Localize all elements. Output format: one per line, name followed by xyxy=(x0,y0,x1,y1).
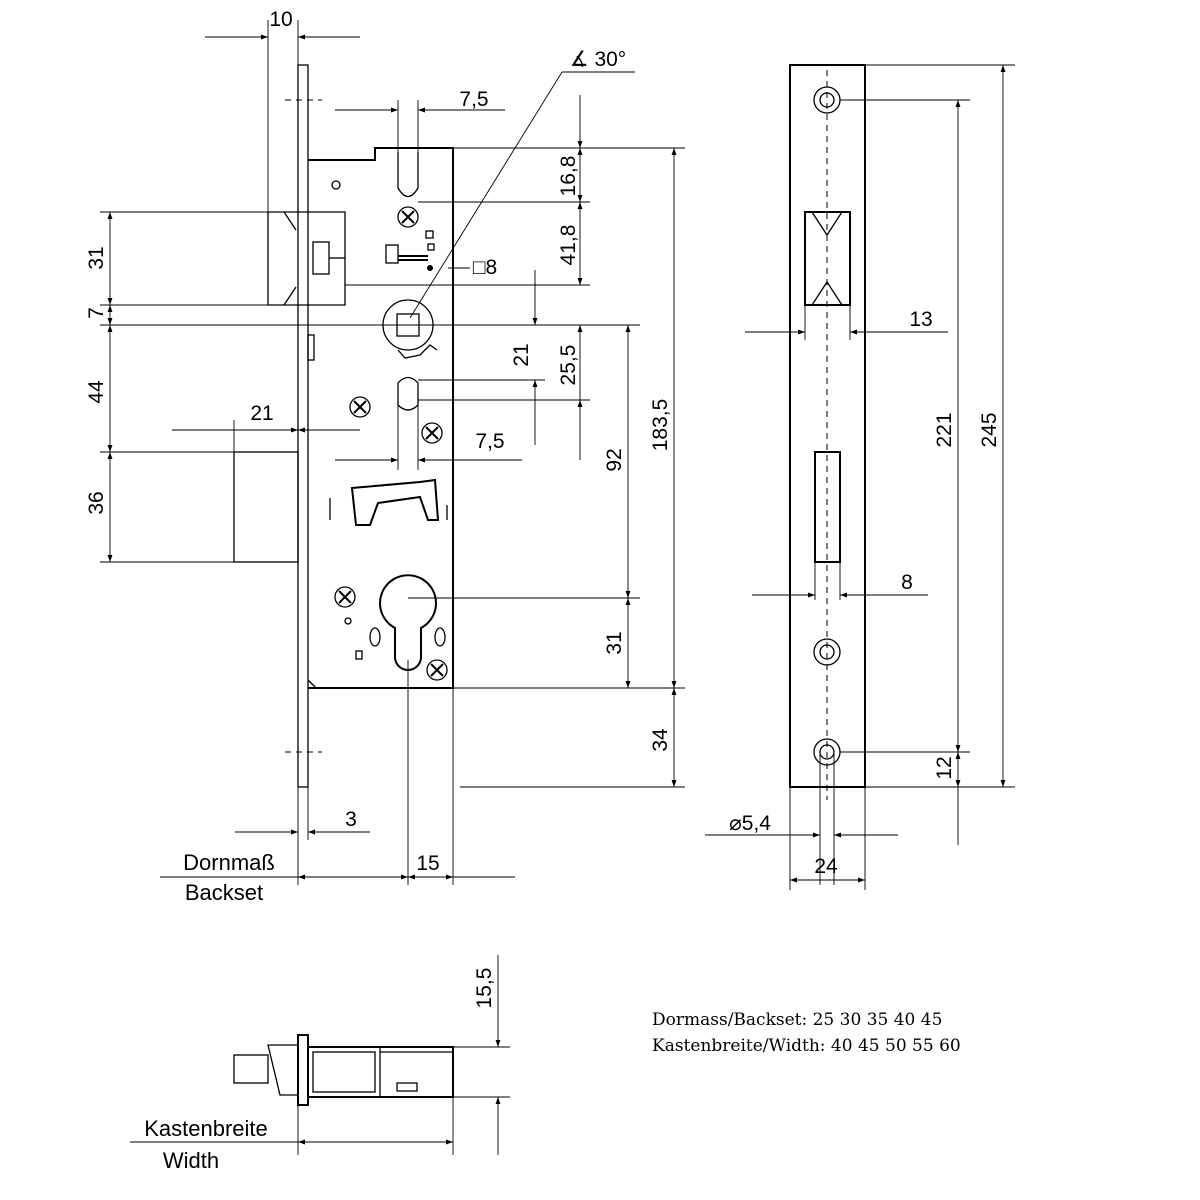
dim-10: 10 xyxy=(269,8,292,31)
dim-245: 245 xyxy=(978,412,1001,447)
dim-8: 8 xyxy=(901,571,913,594)
dimension-labels: 10 7,5 ∡ 30° 16,8 41,8 □8 21 25,5 183,5 … xyxy=(85,8,1001,1173)
dim-15: 15 xyxy=(416,852,439,875)
dim-36: 36 xyxy=(85,491,108,514)
faceplate xyxy=(297,64,309,788)
note-backset-options: Dormass/Backset: 25 30 35 40 45 xyxy=(652,1010,943,1030)
lock-case xyxy=(308,147,454,689)
latch-bolt xyxy=(267,211,346,306)
dim-21-vertical: 21 xyxy=(510,343,533,366)
dim-31-top: 31 xyxy=(85,246,108,269)
cylinder-cutout xyxy=(379,574,437,671)
dim-25-5: 25,5 xyxy=(557,345,580,386)
screw-icon xyxy=(349,396,371,418)
dim-3: 3 xyxy=(345,808,357,831)
dim-44: 44 xyxy=(85,380,108,404)
dim-24: 24 xyxy=(814,855,838,878)
dim-7: 7 xyxy=(85,307,108,319)
faceplate-view xyxy=(705,64,1015,890)
top-view xyxy=(130,955,510,1155)
label-dornmass: Dornmaß xyxy=(183,850,275,875)
follower-slot xyxy=(397,152,419,198)
dim-41-8: 41,8 xyxy=(557,225,580,266)
screw-icon xyxy=(334,586,356,608)
dim-31-bottom: 31 xyxy=(603,631,626,654)
label-kastenbreite: Kastenbreite xyxy=(144,1116,268,1141)
dim-221: 221 xyxy=(933,412,956,447)
dim-16-8: 16,8 xyxy=(557,156,580,197)
dim-92: 92 xyxy=(603,448,626,471)
dim-13: 13 xyxy=(909,308,932,331)
dim-7-5-mid: 7,5 xyxy=(475,430,504,453)
dead-bolt xyxy=(233,451,299,563)
dim-diameter-5-4: ⌀5,4 xyxy=(729,812,771,835)
screw-icon xyxy=(426,659,448,681)
note-width-options: Kastenbreite/Width: 40 45 50 55 60 xyxy=(652,1036,961,1056)
dim-34: 34 xyxy=(649,728,672,752)
lock-hook xyxy=(350,478,440,526)
screw-icon xyxy=(397,206,419,228)
dim-21-horizontal: 21 xyxy=(250,402,273,425)
front-view-dimensions xyxy=(100,20,685,885)
dim-12: 12 xyxy=(933,756,956,779)
dim-angle: ∡ 30° xyxy=(570,48,626,71)
dim-183-5: 183,5 xyxy=(649,399,672,452)
screw-icon xyxy=(421,422,443,444)
dim-7-5-top: 7,5 xyxy=(459,88,488,111)
bolt-opening xyxy=(814,451,841,563)
dim-square-8: □8 xyxy=(473,256,497,279)
lock-front-view xyxy=(233,64,454,788)
dim-15-5: 15,5 xyxy=(473,968,496,1009)
label-backset: Backset xyxy=(185,880,263,905)
label-width: Width xyxy=(163,1148,219,1173)
